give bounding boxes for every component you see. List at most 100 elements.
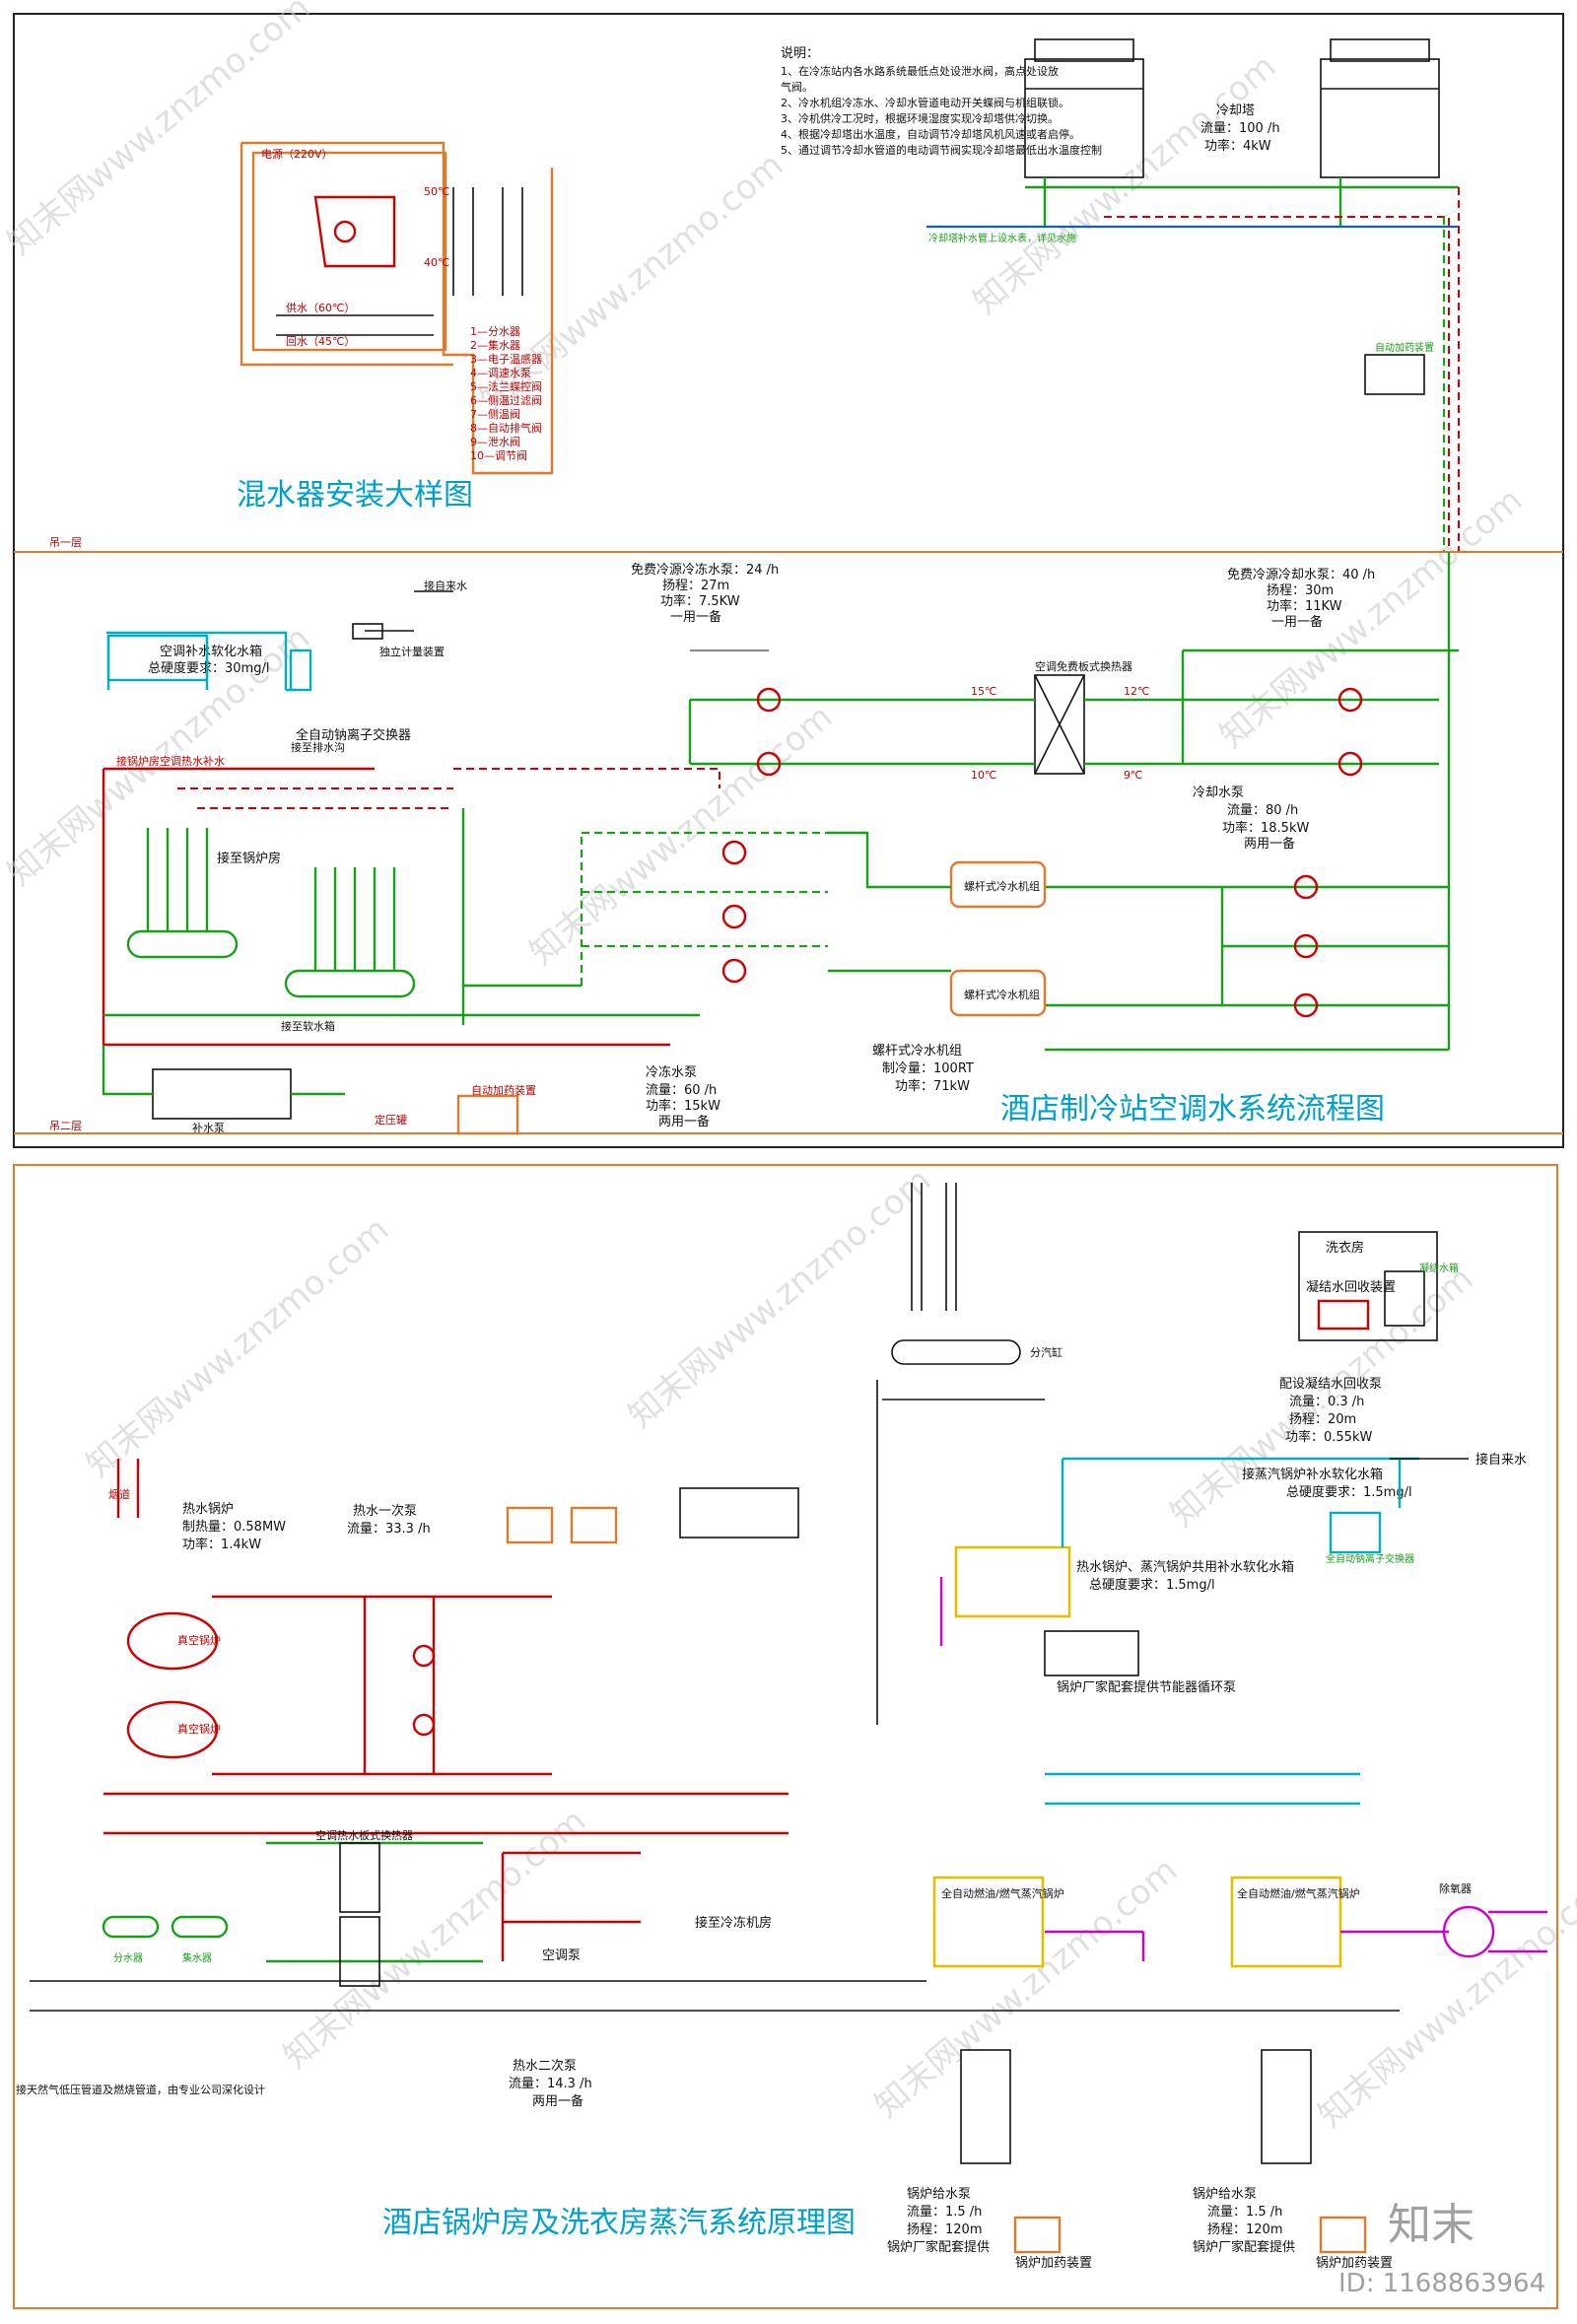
svg-text:流量：100 /h: 流量：100 /h	[1200, 121, 1280, 136]
svg-text:知末网www.znzmo.com: 知末网www.znzmo.com	[621, 1160, 938, 1435]
svg-text:接自来水: 接自来水	[1475, 1452, 1527, 1468]
svg-text:分水器: 分水器	[113, 1952, 143, 1964]
svg-text:制冷量：100RT: 制冷量：100RT	[882, 1061, 974, 1076]
svg-text:5、通过调节冷却水管道的电动调节阀实现冷却塔最低出水温度控制: 5、通过调节冷却水管道的电动调节阀实现冷却塔最低出水温度控制	[781, 143, 1102, 157]
watermarks: 知末网www.znzmo.com 知末网www.znzmo.com 知末网www…	[0, 0, 1577, 2136]
svg-text:3、冷机供冷工况时，根据环境湿度实现冷却塔供冷切换。: 3、冷机供冷工况时，根据环境湿度实现冷却塔供冷切换。	[781, 111, 1059, 125]
mixer-detail: 电源（220V） 50℃ 40℃ 供水（60℃） 回水（45℃） 1—分水器 2…	[237, 141, 554, 513]
svg-text:分汽缸: 分汽缸	[1030, 1345, 1063, 1359]
svg-text:空调热水板式换热器: 空调热水板式换热器	[315, 1828, 413, 1842]
svg-text:锅炉给水泵: 锅炉给水泵	[907, 2186, 971, 2202]
svg-text:电源（220V）: 电源（220V）	[261, 147, 333, 161]
svg-text:功率：18.5kW: 功率：18.5kW	[1222, 820, 1309, 836]
svg-text:流量：0.3 /h: 流量：0.3 /h	[1289, 1395, 1364, 1409]
svg-text:自动加药装置: 自动加药装置	[1375, 341, 1434, 354]
svg-text:锅炉加药装置: 锅炉加药装置	[1015, 2255, 1092, 2271]
svg-text:总硬度要求：1.5mg/l: 总硬度要求：1.5mg/l	[1089, 1577, 1215, 1593]
svg-text:接天然气低压管道及燃烧管道，由专业公司深化设计: 接天然气低压管道及燃烧管道，由专业公司深化设计	[16, 2083, 265, 2096]
footer-id: ID: 1168863964	[1338, 2269, 1545, 2298]
svg-text:说明：: 说明：	[781, 46, 819, 61]
svg-text:扬程：120m: 扬程：120m	[1207, 2222, 1282, 2237]
svg-text:制热量：0.58MW: 制热量：0.58MW	[182, 1520, 286, 1535]
svg-text:螺杆式冷水机组: 螺杆式冷水机组	[872, 1044, 962, 1059]
svg-text:空调泵: 空调泵	[542, 1948, 581, 1963]
svg-text:总硬度要求：1.5mg/l: 总硬度要求：1.5mg/l	[1286, 1484, 1412, 1500]
svg-text:补水泵: 补水泵	[192, 1122, 225, 1134]
footer-logo: 知末	[1388, 2200, 1474, 2250]
bottom-frame	[13, 1164, 1558, 2309]
svg-text:全自动燃油/燃气蒸汽锅炉: 全自动燃油/燃气蒸汽锅炉	[941, 1886, 1064, 1900]
svg-text:热水锅炉: 热水锅炉	[182, 1501, 234, 1517]
svg-text:3—电子温感器: 3—电子温感器	[470, 353, 542, 366]
svg-text:流量：14.3 /h: 流量：14.3 /h	[509, 2077, 592, 2091]
svg-text:4—调速水泵: 4—调速水泵	[470, 367, 531, 379]
svg-text:除氧器: 除氧器	[1439, 1881, 1472, 1895]
svg-text:接至排水沟: 接至排水沟	[291, 740, 345, 754]
svg-text:定压罐: 定压罐	[375, 1113, 407, 1127]
cooling-towers: 冷却塔 流量：100 /h 功率：4kW 冷却塔补水管上设水表，详见水施	[926, 38, 1459, 552]
svg-text:真空锅炉: 真空锅炉	[177, 1722, 221, 1736]
svg-text:锅炉厂家配套提供: 锅炉厂家配套提供	[887, 2239, 990, 2255]
svg-text:一用一备: 一用一备	[670, 609, 721, 625]
svg-text:功率：4kW: 功率：4kW	[1204, 138, 1271, 154]
svg-text:15℃: 15℃	[971, 685, 996, 698]
svg-text:2、冷水机组冷冻水、冷却水管道电动开关蝶阀与机组联锁。: 2、冷水机组冷冻水、冷却水管道电动开关蝶阀与机组联锁。	[781, 96, 1069, 109]
svg-text:洗衣房: 洗衣房	[1326, 1240, 1364, 1256]
svg-text:锅炉厂家配套提供节能器循环泵: 锅炉厂家配套提供节能器循环泵	[1057, 1679, 1236, 1695]
svg-text:2—集水器: 2—集水器	[470, 338, 520, 352]
svg-text:冷却塔补水管上设水表，详见水施: 冷却塔补水管上设水表，详见水施	[928, 232, 1076, 244]
svg-text:集水器: 集水器	[182, 1951, 212, 1964]
svg-text:4、根据冷却塔出水温度，自动调节冷却塔风机风速或者启停。: 4、根据冷却塔出水温度，自动调节冷却塔风机风速或者启停。	[781, 127, 1080, 141]
svg-text:接自来水: 接自来水	[424, 580, 467, 592]
svg-text:锅炉给水泵: 锅炉给水泵	[1193, 2186, 1257, 2202]
svg-text:10℃: 10℃	[971, 769, 996, 782]
svg-text:流量：33.3 /h: 流量：33.3 /h	[347, 1522, 431, 1537]
svg-text:免费冷源冷冻水泵：24 /h: 免费冷源冷冻水泵：24 /h	[631, 562, 779, 578]
svg-text:接蒸汽锅炉补水软化水箱: 接蒸汽锅炉补水软化水箱	[1242, 1467, 1383, 1482]
svg-text:空调补水软化水箱: 空调补水软化水箱	[160, 644, 262, 659]
boiler-room: 分汽缸 洗衣房 凝结水回收装置 凝结水箱 配设凝结水回收泵 流量：0.3 /h …	[16, 1183, 1547, 2271]
svg-text:吊一层: 吊一层	[49, 536, 82, 549]
svg-text:知末网www.znzmo.com: 知末网www.znzmo.com	[1311, 1860, 1577, 2135]
svg-text:独立计量装置: 独立计量装置	[379, 645, 445, 658]
svg-text:一用一备: 一用一备	[1271, 614, 1323, 630]
svg-text:1、在冷冻站内各水路系统最低点处设泄水阀，高点处设放: 1、在冷冻站内各水路系统最低点处设泄水阀，高点处设放	[781, 64, 1059, 78]
svg-text:热水一次泵: 热水一次泵	[353, 1503, 417, 1519]
svg-text:免费冷源冷却水泵：40 /h: 免费冷源冷却水泵：40 /h	[1227, 568, 1375, 582]
svg-text:流量：1.5 /h: 流量：1.5 /h	[907, 2205, 982, 2220]
svg-text:两用一备: 两用一备	[532, 2093, 583, 2109]
auto-dosing-top: 自动加药装置	[1364, 341, 1434, 395]
svg-text:5—法兰蝶控阀: 5—法兰蝶控阀	[470, 379, 542, 393]
svg-text:6—侧温过滤阀: 6—侧温过滤阀	[470, 393, 542, 407]
svg-text:螺杆式冷水机组: 螺杆式冷水机组	[964, 879, 1040, 893]
svg-text:功率：0.55kW: 功率：0.55kW	[1285, 1429, 1372, 1445]
notes: 说明： 1、在冷冻站内各水路系统最低点处设泄水阀，高点处设放 气阀。 2、冷水机…	[781, 46, 1102, 157]
svg-text:冷却水泵: 冷却水泵	[1193, 786, 1244, 800]
svg-text:烟道: 烟道	[108, 1487, 130, 1501]
footer: 知末 ID: 1168863964	[1338, 2200, 1545, 2298]
svg-text:凝结水回收装置: 凝结水回收装置	[1306, 1279, 1396, 1295]
svg-text:两用一备: 两用一备	[658, 1114, 710, 1129]
svg-text:锅炉厂家配套提供: 锅炉厂家配套提供	[1193, 2239, 1295, 2255]
svg-text:功率：15kW: 功率：15kW	[646, 1098, 720, 1114]
chiller-plant: 空调补水软化水箱 总硬度要求：30mg/l 全自动钠离子交换器 接自来水 独立计…	[102, 552, 1459, 1135]
svg-text:空调免费板式换热器: 空调免费板式换热器	[1035, 659, 1132, 673]
svg-text:知末网www.znzmo.com: 知末网www.znzmo.com	[1212, 480, 1530, 755]
svg-text:气阀。: 气阀。	[781, 80, 813, 94]
svg-text:全自动钠离子交换器: 全自动钠离子交换器	[296, 727, 411, 743]
svg-text:配设凝结水回收泵: 配设凝结水回收泵	[1279, 1376, 1382, 1392]
svg-text:冷却塔: 冷却塔	[1216, 103, 1255, 118]
svg-text:冷冻水泵: 冷冻水泵	[646, 1064, 697, 1080]
svg-text:9—泄水阀: 9—泄水阀	[470, 435, 520, 448]
svg-text:知末网www.znzmo.com: 知末网www.znzmo.com	[522, 697, 840, 972]
svg-text:12℃: 12℃	[1124, 685, 1149, 698]
svg-text:知末网www.znzmo.com: 知末网www.znzmo.com	[0, 0, 317, 263]
svg-text:全自动钠离子交换器: 全自动钠离子交换器	[1326, 1552, 1414, 1565]
svg-text:知末网www.znzmo.com: 知末网www.znzmo.com	[79, 1209, 396, 1484]
svg-text:功率：71kW: 功率：71kW	[895, 1078, 970, 1094]
svg-text:真空锅炉: 真空锅炉	[177, 1633, 221, 1647]
svg-text:混水器安装大样图: 混水器安装大样图	[237, 478, 473, 513]
svg-text:流量：60 /h: 流量：60 /h	[646, 1083, 717, 1098]
svg-text:供水（60℃）: 供水（60℃）	[286, 301, 355, 314]
